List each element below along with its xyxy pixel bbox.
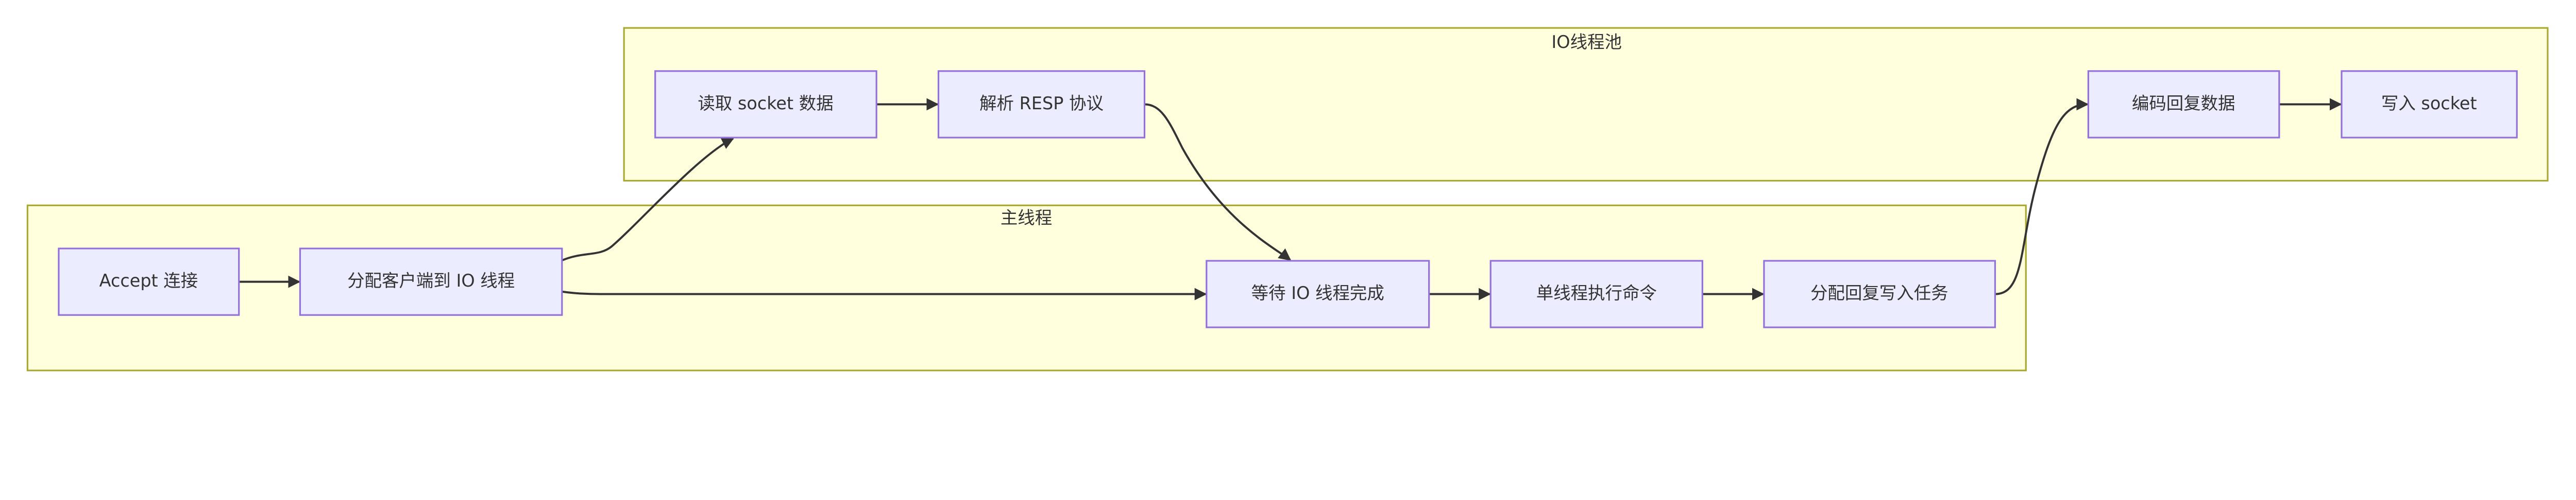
node-accept[interactable]: Accept 连接 xyxy=(58,247,240,316)
edge-dispatch-client-read-socket xyxy=(562,137,735,262)
edge-parse-resp-wait-io xyxy=(1144,103,1292,261)
cluster-main-thread-label: 主线程 xyxy=(1001,208,1052,228)
node-label: 分配客户端到 IO 线程 xyxy=(347,271,515,291)
node-read-socket[interactable]: 读取 socket 数据 xyxy=(654,70,877,139)
node-label: 等待 IO 线程完成 xyxy=(1251,283,1384,303)
node-label: 分配回复写入任务 xyxy=(1810,283,1948,303)
cluster-io-pool-label: IO线程池 xyxy=(1551,32,1622,52)
node-parse-resp[interactable]: 解析 RESP 协议 xyxy=(937,70,1146,139)
node-wait-io[interactable]: 等待 IO 线程完成 xyxy=(1206,260,1430,328)
node-encode-reply[interactable]: 编码回复数据 xyxy=(2087,70,2280,139)
node-label: 单线程执行命令 xyxy=(1536,283,1657,303)
edge-dispatch-reply-encode-reply xyxy=(1995,98,2089,295)
node-label: 编码回复数据 xyxy=(2132,93,2235,113)
node-dispatch-reply[interactable]: 分配回复写入任务 xyxy=(1763,260,1996,328)
node-label: 写入 socket xyxy=(2381,93,2477,113)
node-dispatch-client[interactable]: 分配客户端到 IO 线程 xyxy=(299,247,563,316)
node-write-socket[interactable]: 写入 socket xyxy=(2341,70,2518,139)
node-label: 解析 RESP 协议 xyxy=(979,93,1104,113)
node-label: Accept 连接 xyxy=(99,271,198,291)
node-exec-cmd[interactable]: 单线程执行命令 xyxy=(1489,260,1703,328)
flowchart: IO线程池 主线程 读取 socket 数据 解析 RESP 协议 编码回复数据… xyxy=(26,27,2549,372)
edge-dispatch-client-wait-io xyxy=(562,288,1207,301)
node-label: 读取 socket 数据 xyxy=(698,93,833,113)
